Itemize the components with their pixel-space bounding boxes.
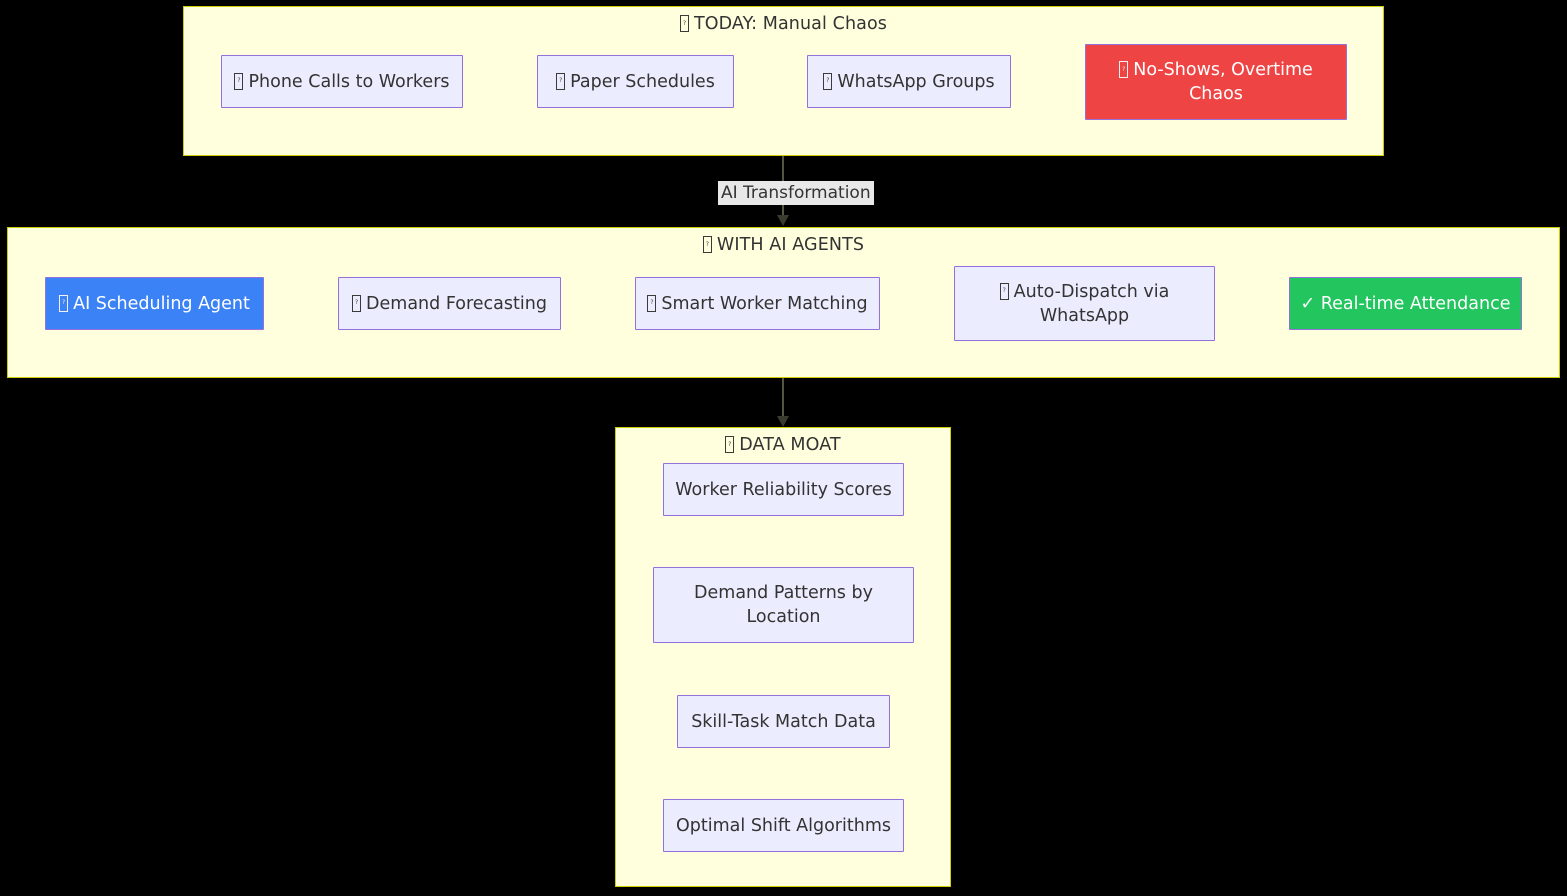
missing-glyph-icon bbox=[823, 72, 833, 90]
missing-glyph-icon bbox=[647, 294, 657, 312]
missing-glyph-icon bbox=[234, 72, 244, 90]
node-demand-patterns[interactable]: Demand Patterns by Location bbox=[653, 567, 914, 643]
check-icon: ✓ bbox=[1300, 293, 1316, 314]
subgraph-ai-agents-title: WITH AI AGENTS bbox=[8, 235, 1559, 255]
missing-glyph-icon bbox=[702, 236, 712, 253]
node-optimal-shift-algorithms-label: Optimal Shift Algorithms bbox=[676, 815, 891, 836]
subgraph-today-title-text: TODAY: Manual Chaos bbox=[694, 14, 887, 34]
node-demand-forecasting[interactable]: Demand Forecasting bbox=[338, 277, 561, 330]
node-paper-schedules[interactable]: Paper Schedules bbox=[537, 55, 734, 108]
subgraph-today-title: TODAY: Manual Chaos bbox=[184, 14, 1383, 34]
node-worker-reliability-scores[interactable]: Worker Reliability Scores bbox=[663, 463, 904, 516]
node-no-shows[interactable]: No-Shows, Overtime Chaos bbox=[1085, 44, 1347, 120]
node-smart-worker-matching[interactable]: Smart Worker Matching bbox=[635, 277, 880, 330]
missing-glyph-icon bbox=[59, 294, 69, 312]
edge-label-text: AI Transformation bbox=[721, 183, 871, 203]
subgraph-data-moat-title: DATA MOAT bbox=[616, 435, 950, 455]
node-ai-scheduling-agent[interactable]: AI Scheduling Agent bbox=[45, 277, 264, 330]
node-no-shows-label: No-Shows, Overtime Chaos bbox=[1133, 60, 1313, 104]
edge-label-ai-transformation: AI Transformation bbox=[718, 181, 874, 205]
node-demand-forecasting-label: Demand Forecasting bbox=[366, 293, 547, 314]
missing-glyph-icon bbox=[680, 15, 689, 32]
subgraph-ai-agents-title-text: WITH AI AGENTS bbox=[716, 235, 865, 255]
node-demand-patterns-label: Demand Patterns by Location bbox=[694, 583, 873, 627]
node-auto-dispatch-label: Auto-Dispatch via WhatsApp bbox=[1013, 281, 1170, 326]
node-skill-task-match[interactable]: Skill-Task Match Data bbox=[677, 695, 890, 748]
node-paper-schedules-label: Paper Schedules bbox=[570, 71, 715, 92]
edge-ai-to-moat bbox=[777, 378, 789, 427]
node-whatsapp-groups-label: WhatsApp Groups bbox=[837, 71, 995, 92]
node-whatsapp-groups[interactable]: WhatsApp Groups bbox=[807, 55, 1011, 108]
node-phone-calls[interactable]: Phone Calls to Workers bbox=[221, 55, 463, 108]
node-skill-task-match-label: Skill-Task Match Data bbox=[691, 711, 876, 732]
node-worker-reliability-scores-label: Worker Reliability Scores bbox=[675, 479, 892, 500]
node-ai-scheduling-agent-label: AI Scheduling Agent bbox=[73, 293, 250, 314]
missing-glyph-icon bbox=[352, 294, 362, 312]
missing-glyph-icon bbox=[556, 72, 566, 90]
node-smart-worker-matching-label: Smart Worker Matching bbox=[661, 293, 868, 314]
missing-glyph-icon bbox=[1119, 61, 1129, 78]
node-phone-calls-label: Phone Calls to Workers bbox=[248, 71, 450, 92]
node-realtime-attendance-label: Real-time Attendance bbox=[1320, 293, 1511, 314]
node-optimal-shift-algorithms[interactable]: Optimal Shift Algorithms bbox=[663, 799, 904, 852]
subgraph-data-moat-title-text: DATA MOAT bbox=[739, 435, 841, 455]
missing-glyph-icon bbox=[725, 436, 735, 453]
missing-glyph-icon bbox=[999, 282, 1009, 300]
node-realtime-attendance[interactable]: ✓ Real-time Attendance bbox=[1289, 277, 1522, 330]
node-auto-dispatch[interactable]: Auto-Dispatch via WhatsApp bbox=[954, 266, 1215, 341]
